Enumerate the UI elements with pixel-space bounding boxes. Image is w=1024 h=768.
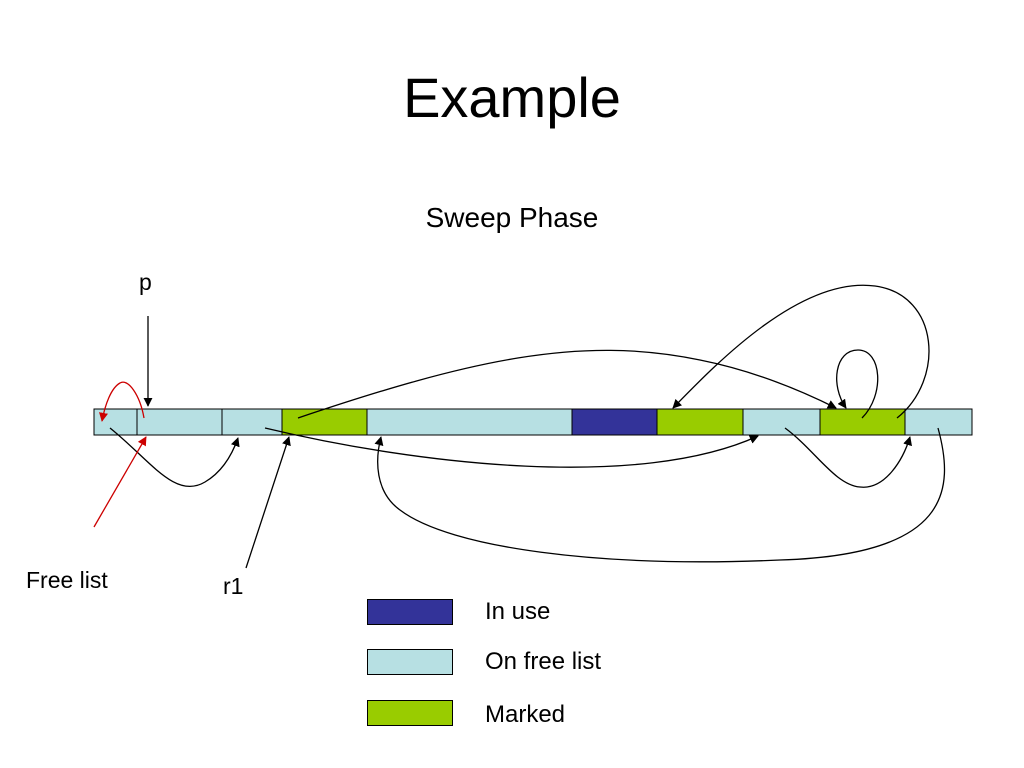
pointer-arrow [297, 349, 837, 419]
p-label: p [139, 269, 152, 295]
memory-block [819, 408, 906, 436]
legend-swatch-in-use [367, 599, 453, 625]
r1-pointer-arrow [245, 436, 291, 569]
legend-label-in-use: In use [485, 598, 551, 625]
memory-strip [93, 408, 973, 436]
free-list-label: Free list [26, 567, 108, 593]
free-list-loop-arrow [99, 381, 145, 422]
legend-swatch-on-free-list [367, 649, 453, 675]
r1-label: r1 [223, 573, 244, 599]
memory-block [571, 408, 658, 436]
slide-title: Example [403, 66, 621, 129]
memory-block [742, 408, 821, 436]
memory-block [136, 408, 223, 436]
memory-block [93, 408, 138, 436]
memory-block [656, 408, 744, 436]
memory-block [281, 408, 368, 436]
legend-swatch-marked [367, 700, 453, 726]
legend-label-on-free-list: On free list [485, 648, 602, 675]
memory-block [221, 408, 283, 436]
memory-block [366, 408, 573, 436]
slide-subtitle: Sweep Phase [425, 202, 599, 233]
pointer-arrow [672, 284, 930, 419]
self-pointer-arrow [836, 349, 879, 419]
free-chain-arrow [784, 427, 912, 488]
free-chain-arrow [109, 427, 240, 488]
free-chain-arrow [264, 427, 759, 468]
free-chain-arrow [374, 427, 946, 563]
legend-label-marked: Marked [485, 701, 566, 728]
free-list-head-arrow [93, 436, 147, 528]
